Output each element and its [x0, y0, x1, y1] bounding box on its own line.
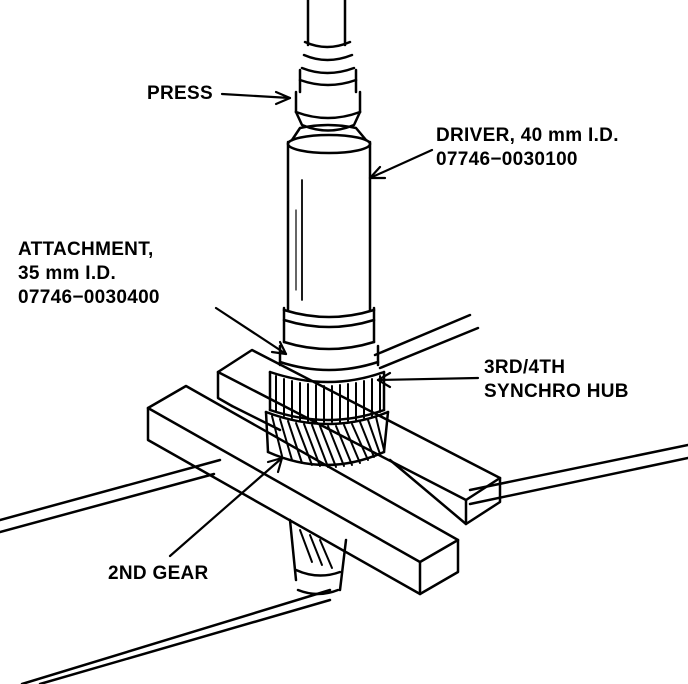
- attachment-label-line2: 35 mm I.D.: [18, 263, 117, 284]
- second-gear: [264, 410, 390, 468]
- synchro-hub-label: 3RD/4TH SYNCHRO HUB: [484, 356, 629, 404]
- synchro-hub-label-line1: 3RD/4TH: [484, 357, 566, 378]
- driver-label-line2: 07746−0030100: [436, 149, 578, 170]
- attachment: [278, 306, 380, 372]
- second-gear-label: 2ND GEAR: [108, 563, 209, 584]
- press-label: PRESS: [147, 83, 213, 104]
- driver-label: DRIVER, 40 mm I.D. 07746−0030100: [436, 124, 619, 172]
- rails: [0, 313, 688, 684]
- driver-label-line1: DRIVER, 40 mm I.D.: [436, 125, 619, 146]
- driver: [286, 123, 372, 312]
- support-block-back: [216, 348, 502, 526]
- shaft: [288, 518, 348, 596]
- synchro-hub-label-line2: SYNCHRO HUB: [484, 381, 629, 402]
- press-ram: [294, 0, 362, 132]
- synchro-hub: [268, 370, 386, 423]
- attachment-label-line1: ATTACHMENT,: [18, 239, 154, 260]
- support-block-front: [146, 384, 460, 596]
- attachment-label: ATTACHMENT, 35 mm I.D. 07746−0030400: [18, 238, 160, 310]
- attachment-label-line3: 07746−0030400: [18, 287, 160, 308]
- leader-arrows: [168, 90, 480, 558]
